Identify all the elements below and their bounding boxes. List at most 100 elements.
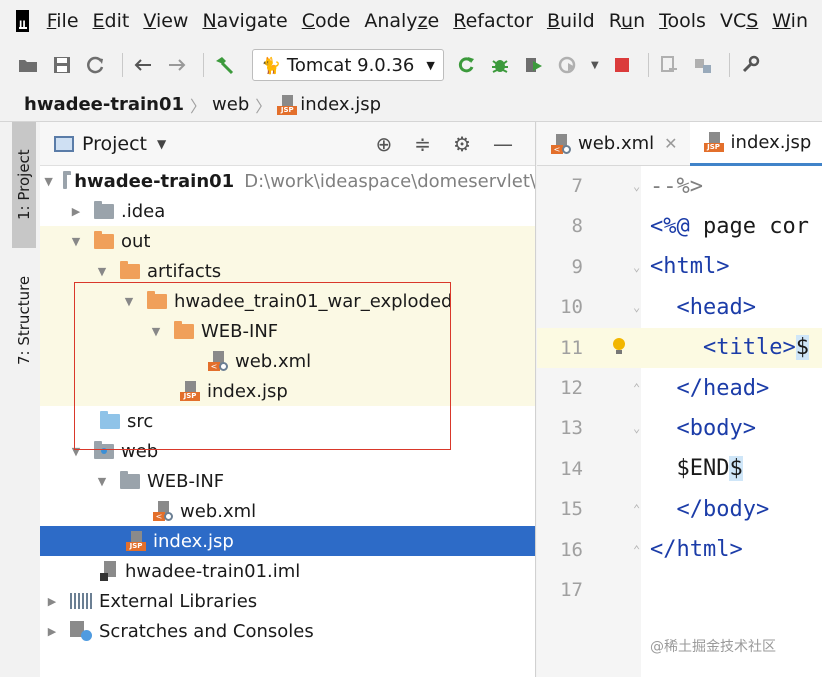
code-line[interactable]: 15⌃ </body>: [537, 489, 822, 529]
breadcrumb-project[interactable]: hwadee-train01: [24, 94, 185, 115]
chevron-down-icon[interactable]: ▼: [157, 136, 167, 151]
project-structure-icon[interactable]: [689, 51, 717, 79]
forward-arrow-icon[interactable]: [163, 51, 191, 79]
code-text: </html>: [650, 537, 743, 563]
tree-item-artifacts[interactable]: ▼ artifacts: [40, 256, 535, 286]
fold-marker-icon[interactable]: ⌄: [633, 300, 641, 315]
tree-item-iml[interactable]: hwadee-train01.iml: [40, 556, 535, 586]
fold-marker-icon[interactable]: ⌄: [633, 179, 641, 193]
fold-marker-icon[interactable]: ⌃: [633, 381, 641, 395]
code-line[interactable]: 17: [537, 570, 822, 610]
more-run-options-icon[interactable]: ▼: [590, 59, 599, 71]
build-hammer-icon[interactable]: [210, 51, 238, 79]
hide-panel-icon[interactable]: —: [493, 131, 513, 156]
tab-web-xml[interactable]: < web.xml ✕: [537, 122, 690, 166]
intention-bulb-icon[interactable]: [613, 337, 625, 356]
collapse-arrow-icon[interactable]: ▶: [71, 204, 81, 218]
fold-marker-icon[interactable]: ⌃: [633, 502, 641, 517]
fold-marker-icon[interactable]: ⌃: [633, 542, 641, 557]
expand-arrow-icon[interactable]: ▼: [124, 294, 134, 308]
tree-item-label: External Libraries: [99, 590, 258, 612]
code-line[interactable]: 12⌃ </head>: [537, 368, 822, 408]
menu-item[interactable]: Code: [301, 10, 351, 32]
save-icon[interactable]: [48, 51, 76, 79]
locate-crosshair-icon[interactable]: ⊕: [375, 131, 393, 156]
code-line[interactable]: 11 <title>$: [537, 327, 822, 368]
tree-item-out-index-jsp[interactable]: JSP index.jsp: [40, 376, 535, 406]
tree-item-web[interactable]: ▼ web: [40, 436, 535, 466]
editor-gutter: [537, 166, 641, 677]
tree-item-web-inf[interactable]: ▼ WEB-INF: [40, 466, 535, 496]
expand-arrow-icon[interactable]: ▼: [44, 174, 53, 188]
expand-arrow-icon[interactable]: ▼: [97, 474, 107, 488]
collapse-arrow-icon[interactable]: ▶: [47, 624, 57, 638]
menu-item[interactable]: Refactor: [453, 10, 533, 32]
rerun-icon[interactable]: [452, 51, 480, 79]
tree-item-out[interactable]: ▼ out: [40, 226, 535, 256]
tree-item-index-jsp[interactable]: JSP index.jsp: [40, 526, 535, 556]
profile-icon[interactable]: [554, 51, 582, 79]
tree-item-scratches[interactable]: ▶ Scratches and Consoles: [40, 616, 535, 646]
tab-structure-tool[interactable]: 7: Structure: [12, 262, 36, 378]
breadcrumb-folder[interactable]: web: [212, 94, 250, 115]
code-line[interactable]: 13⌄ <body>: [537, 408, 822, 448]
code-line[interactable]: 7⌄--%>: [537, 166, 822, 206]
code-line[interactable]: 8<%@ page cor: [537, 206, 822, 246]
run-with-coverage-icon[interactable]: [520, 51, 548, 79]
code-line[interactable]: 10⌄ <head>: [537, 287, 822, 327]
close-icon[interactable]: ✕: [664, 134, 678, 153]
code-text: </body>: [676, 496, 770, 522]
jsp-file-icon: JSP: [277, 94, 298, 115]
fold-marker-icon[interactable]: ⌄: [633, 259, 641, 274]
run-configuration-select[interactable]: 🐈 Tomcat 9.0.36 ▼: [252, 49, 444, 81]
menu-item[interactable]: Analyze: [364, 10, 440, 32]
line-number: 11: [560, 336, 583, 359]
line-number: 8: [571, 215, 583, 238]
open-folder-icon[interactable]: [14, 51, 42, 79]
tree-item-out-web-inf[interactable]: ▼ WEB-INF: [40, 316, 535, 346]
tree-item-label: web.xml: [180, 500, 257, 522]
tree-item-src[interactable]: src: [40, 406, 535, 436]
project-panel-title[interactable]: Project: [82, 132, 148, 155]
tab-index-jsp[interactable]: JSP index.jsp ✕: [689, 121, 822, 166]
gear-icon[interactable]: ⚙: [453, 131, 471, 156]
expand-arrow-icon[interactable]: ▼: [151, 324, 161, 338]
tree-item-web-xml[interactable]: < web.xml: [40, 496, 535, 526]
debug-bug-icon[interactable]: [486, 51, 514, 79]
menu-item[interactable]: Edit: [92, 10, 130, 32]
attach-debugger-icon[interactable]: [655, 51, 683, 79]
tree-item-idea[interactable]: ▶ .idea: [40, 196, 535, 226]
collapse-arrow-icon[interactable]: ▶: [47, 594, 57, 608]
expand-arrow-icon[interactable]: ▼: [71, 444, 81, 458]
tree-item-war-exploded[interactable]: ▼ hwadee_train01_war_exploded: [40, 286, 535, 316]
code-line[interactable]: 16⌃</html>: [537, 530, 822, 570]
line-number: 7: [571, 175, 583, 197]
expand-arrow-icon[interactable]: ▼: [97, 264, 107, 278]
breadcrumb-file[interactable]: index.jsp: [300, 94, 382, 115]
settings-wrench-icon[interactable]: [736, 51, 764, 79]
tree-item-label: out: [121, 230, 151, 252]
tree-item-external-libraries[interactable]: ▶ External Libraries: [40, 586, 535, 616]
menu-item[interactable]: Tools: [659, 10, 706, 32]
menu-item[interactable]: Navigate: [202, 10, 288, 32]
menu-item[interactable]: File: [46, 10, 79, 32]
tree-item-out-web-xml[interactable]: < web.xml: [40, 346, 535, 376]
code-line[interactable]: 14 $END$: [537, 449, 822, 489]
menu-item[interactable]: Run: [608, 10, 646, 32]
menu-item[interactable]: Win: [772, 10, 808, 32]
expand-arrow-icon[interactable]: ▼: [71, 234, 81, 248]
tab-project-tool[interactable]: 1: Project: [12, 122, 36, 248]
stop-icon[interactable]: [608, 51, 636, 79]
tree-item-label: web.xml: [235, 350, 312, 372]
code-line[interactable]: 9⌄<html>: [537, 247, 822, 287]
sync-icon[interactable]: [82, 51, 110, 79]
menu-item[interactable]: View: [143, 10, 189, 32]
tree-item-project-root[interactable]: ▼ hwadee-train01 D:\work\ideaspace\domes…: [40, 166, 535, 196]
project-path: D:\work\ideaspace\domeservlet\: [244, 170, 535, 192]
fold-marker-icon[interactable]: ⌄: [633, 421, 641, 436]
collapse-all-icon[interactable]: ≑: [414, 131, 432, 156]
menu-item[interactable]: VCS: [719, 10, 759, 32]
back-arrow-icon[interactable]: [129, 51, 157, 79]
menu-item[interactable]: Build: [546, 10, 595, 32]
